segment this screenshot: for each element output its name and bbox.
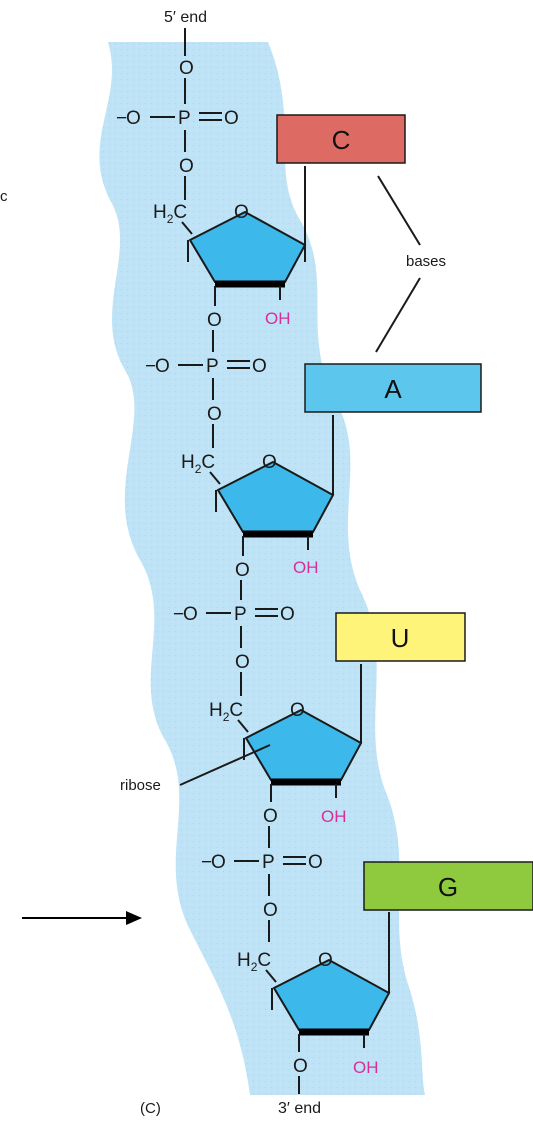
svg-text:O: O xyxy=(126,108,141,129)
svg-text:OH: OH xyxy=(321,807,347,826)
svg-text:O: O xyxy=(235,652,250,673)
bases-label: bases xyxy=(406,253,446,270)
ribose-label: ribose xyxy=(120,777,161,794)
ribose-ring-3 xyxy=(244,708,363,781)
svg-text:H2C: H2C xyxy=(237,950,271,974)
bases-leader-top xyxy=(377,175,421,246)
svg-text:−: − xyxy=(173,604,184,625)
svg-text:−: − xyxy=(116,108,127,129)
svg-text:H2C: H2C xyxy=(153,202,187,226)
svg-text:P: P xyxy=(234,604,247,625)
svg-text:O: O xyxy=(262,452,277,473)
base-c-label: C xyxy=(332,125,351,155)
base-g-box xyxy=(363,861,533,911)
svg-text:H2C: H2C xyxy=(209,700,243,724)
base-c-box xyxy=(276,114,406,164)
svg-text:P: P xyxy=(262,852,275,873)
svg-text:O: O xyxy=(183,604,198,625)
svg-text:OH: OH xyxy=(293,558,319,577)
svg-text:OH: OH xyxy=(265,309,291,328)
three-prime-end-label: 3′ end xyxy=(278,1100,321,1117)
svg-text:O: O xyxy=(207,404,222,425)
svg-text:O: O xyxy=(280,604,295,625)
base-a-box xyxy=(304,363,482,413)
svg-text:O: O xyxy=(155,356,170,377)
svg-text:O: O xyxy=(293,1056,308,1077)
nucleotide-3: − O P O O H2C O OH U xyxy=(173,604,466,826)
base-u-label: U xyxy=(391,623,410,653)
svg-text:O: O xyxy=(263,806,278,827)
svg-text:OH: OH xyxy=(353,1058,379,1077)
svg-text:O: O xyxy=(235,560,250,581)
svg-text:O: O xyxy=(179,156,194,177)
svg-text:O: O xyxy=(211,852,226,873)
svg-text:H2C: H2C xyxy=(181,452,215,476)
svg-text:P: P xyxy=(206,356,219,377)
svg-text:O: O xyxy=(179,58,194,79)
svg-text:O: O xyxy=(318,950,333,971)
svg-text:O: O xyxy=(207,310,222,331)
nucleotide-1: O − O P O O H2C O OH C xyxy=(116,58,406,328)
base-g-label: G xyxy=(438,872,458,902)
backbone-band xyxy=(99,42,425,1095)
pointer-arrow xyxy=(22,911,142,925)
svg-text:O: O xyxy=(263,900,278,921)
svg-text:−: − xyxy=(201,852,212,873)
base-a-label: A xyxy=(384,374,402,404)
svg-text:O: O xyxy=(290,700,305,721)
edge-fragment-text: c xyxy=(0,188,8,205)
base-u-box xyxy=(335,612,466,662)
svg-text:O: O xyxy=(252,356,267,377)
ribose-ring-1 xyxy=(188,210,307,283)
five-prime-end-label: 5′ end xyxy=(164,9,207,26)
svg-text:O: O xyxy=(234,202,249,223)
ribose-ring-2 xyxy=(216,460,335,533)
svg-text:P: P xyxy=(178,108,191,129)
nucleotide-2: − O P O O H2C O OH A xyxy=(145,356,482,577)
panel-label: (C) xyxy=(140,1100,161,1117)
svg-text:−: − xyxy=(145,356,156,377)
ribose-leader xyxy=(179,744,271,786)
bases-leader-bottom xyxy=(375,277,421,353)
ribose-ring-4 xyxy=(272,958,391,1031)
svg-text:O: O xyxy=(308,852,323,873)
svg-text:O: O xyxy=(224,108,239,129)
nucleotide-4: − O P O O H2C O OH G xyxy=(201,852,533,1077)
